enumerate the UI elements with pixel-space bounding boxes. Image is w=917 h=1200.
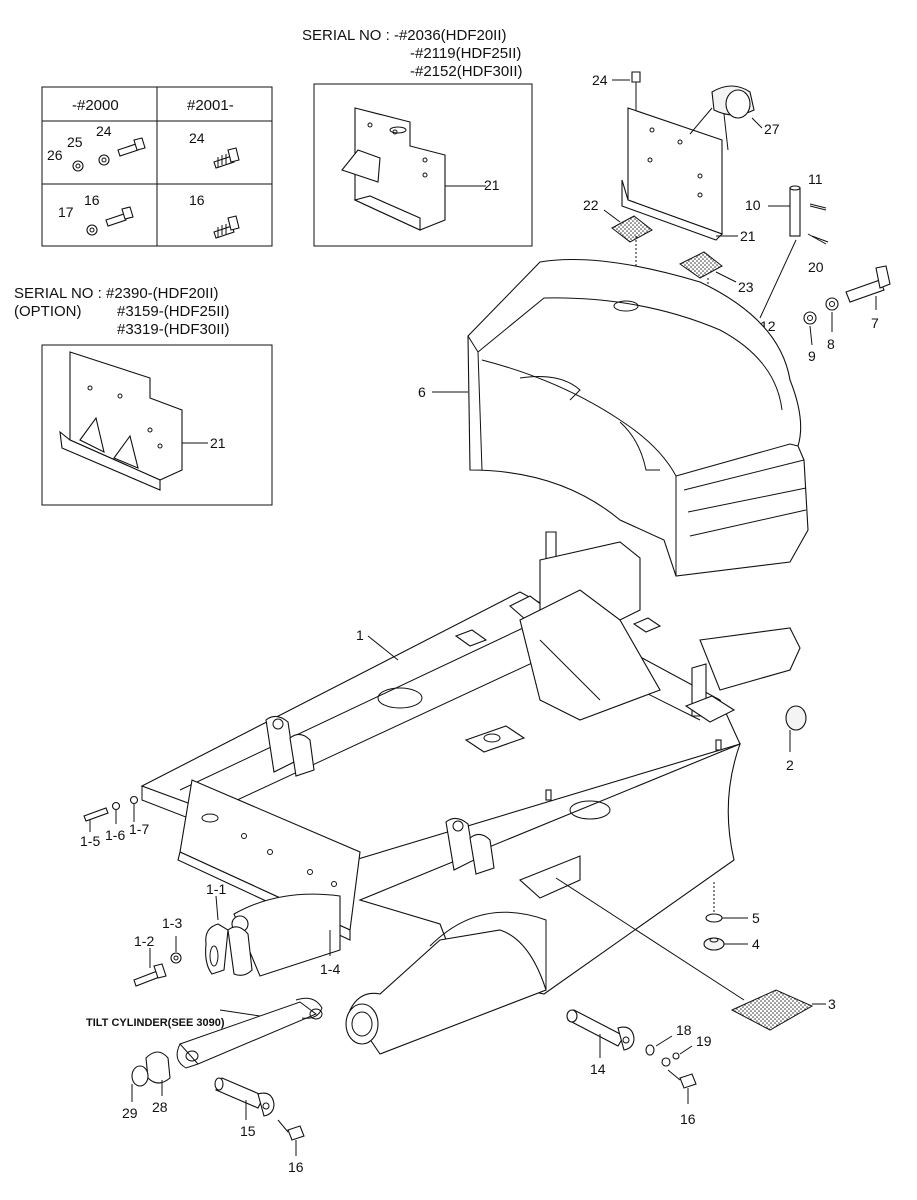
cell-label-17: 17 [58, 204, 74, 220]
callout-11: 11 [808, 171, 823, 187]
callout-7: 7 [871, 315, 879, 331]
callout-1-4: 1-4 [320, 961, 340, 977]
callout-1-7: 1-7 [129, 821, 149, 837]
serial-top-line-1: SERIAL NO : -#2036(HDF20II) [302, 27, 507, 44]
tilt-cylinder-note: TILT CYLINDER(SEE 3090) [86, 1017, 225, 1029]
callout-20: 20 [808, 259, 824, 275]
cell-label-25: 25 [67, 134, 83, 150]
pivot-pin-parts: 14 18 19 16 [566, 1009, 712, 1127]
callout-23: 23 [738, 279, 754, 295]
callout-5: 5 [752, 910, 760, 926]
serial-option-line-4: #3319-(HDF30II) [117, 321, 230, 338]
callout-22: 22 [583, 197, 599, 213]
serial-top-note: SERIAL NO : -#2036(HDF20II) -#2119(HDF25… [302, 27, 523, 80]
serial-top-line-3: -#2152(HDF30II) [410, 63, 523, 80]
callout-10: 10 [745, 197, 761, 213]
callout-24: 24 [592, 72, 608, 88]
cell-label-26: 26 [47, 147, 63, 163]
serial-option-line-1: SERIAL NO : #2390-(HDF20II) [14, 285, 219, 302]
callout-28: 28 [152, 1099, 168, 1115]
callout-21-top: 21 [484, 177, 500, 193]
variant-table: -#2000 #2001- 24 25 26 24 16 17 16 [41, 86, 273, 247]
serial-option-line-3: #3159-(HDF25II) [117, 303, 230, 320]
cell-label-16b: 16 [189, 192, 205, 208]
callout-2: 2 [786, 757, 794, 773]
callout-1-3: 1-3 [162, 915, 182, 931]
callout-29: 29 [122, 1105, 138, 1121]
serial-option-note: SERIAL NO : #2390-(HDF20II) (OPTION) #31… [14, 285, 230, 338]
serial-top-line-2: -#2119(HDF25II) [410, 45, 521, 62]
callout-16-left: 16 [288, 1159, 304, 1175]
callout-14: 14 [590, 1061, 606, 1077]
table-header-old: -#2000 [72, 97, 119, 114]
tilt-cylinder-area: TILT CYLINDER(SEE 3090) 29 28 15 16 [86, 997, 323, 1175]
callout-21-option: 21 [210, 435, 226, 451]
lower-right-parts: 5 4 3 [555, 877, 836, 1031]
callout-21-plate: 21 [740, 228, 756, 244]
upper-right-parts: 24 21 27 22 23 10 11 20 [583, 71, 891, 364]
bracket-inset-top: 21 [313, 83, 533, 247]
main-frame: 2 1 [140, 531, 807, 1055]
callout-19: 19 [696, 1033, 712, 1049]
callout-1-2: 1-2 [134, 933, 154, 949]
callout-9: 9 [808, 348, 816, 364]
callout-1-6: 1-6 [105, 827, 125, 843]
axle-clamp-parts: 1-1 1-3 1-2 1-4 [133, 881, 340, 987]
serial-option-line-2: (OPTION) [14, 303, 82, 320]
callout-15: 15 [240, 1123, 256, 1139]
cell-label-24b: 24 [189, 130, 205, 146]
callout-1-1: 1-1 [206, 881, 226, 897]
table-header-new: #2001- [187, 97, 234, 114]
callout-27: 27 [764, 121, 780, 137]
callout-16-right: 16 [680, 1111, 696, 1127]
cell-label-24a: 24 [96, 123, 112, 139]
bracket-inset-option: 21 [41, 344, 273, 506]
fasteners-1-5-6-7: 1-5 1-6 1-7 [80, 795, 149, 849]
callout-8: 8 [827, 336, 835, 352]
callout-1: 1 [356, 627, 364, 643]
counterweight: 6 [418, 258, 809, 577]
callout-18: 18 [676, 1022, 692, 1038]
callout-4: 4 [752, 936, 760, 952]
cell-label-16a: 16 [84, 192, 100, 208]
callout-6: 6 [418, 384, 426, 400]
callout-1-5: 1-5 [80, 833, 100, 849]
callout-3: 3 [828, 996, 836, 1012]
